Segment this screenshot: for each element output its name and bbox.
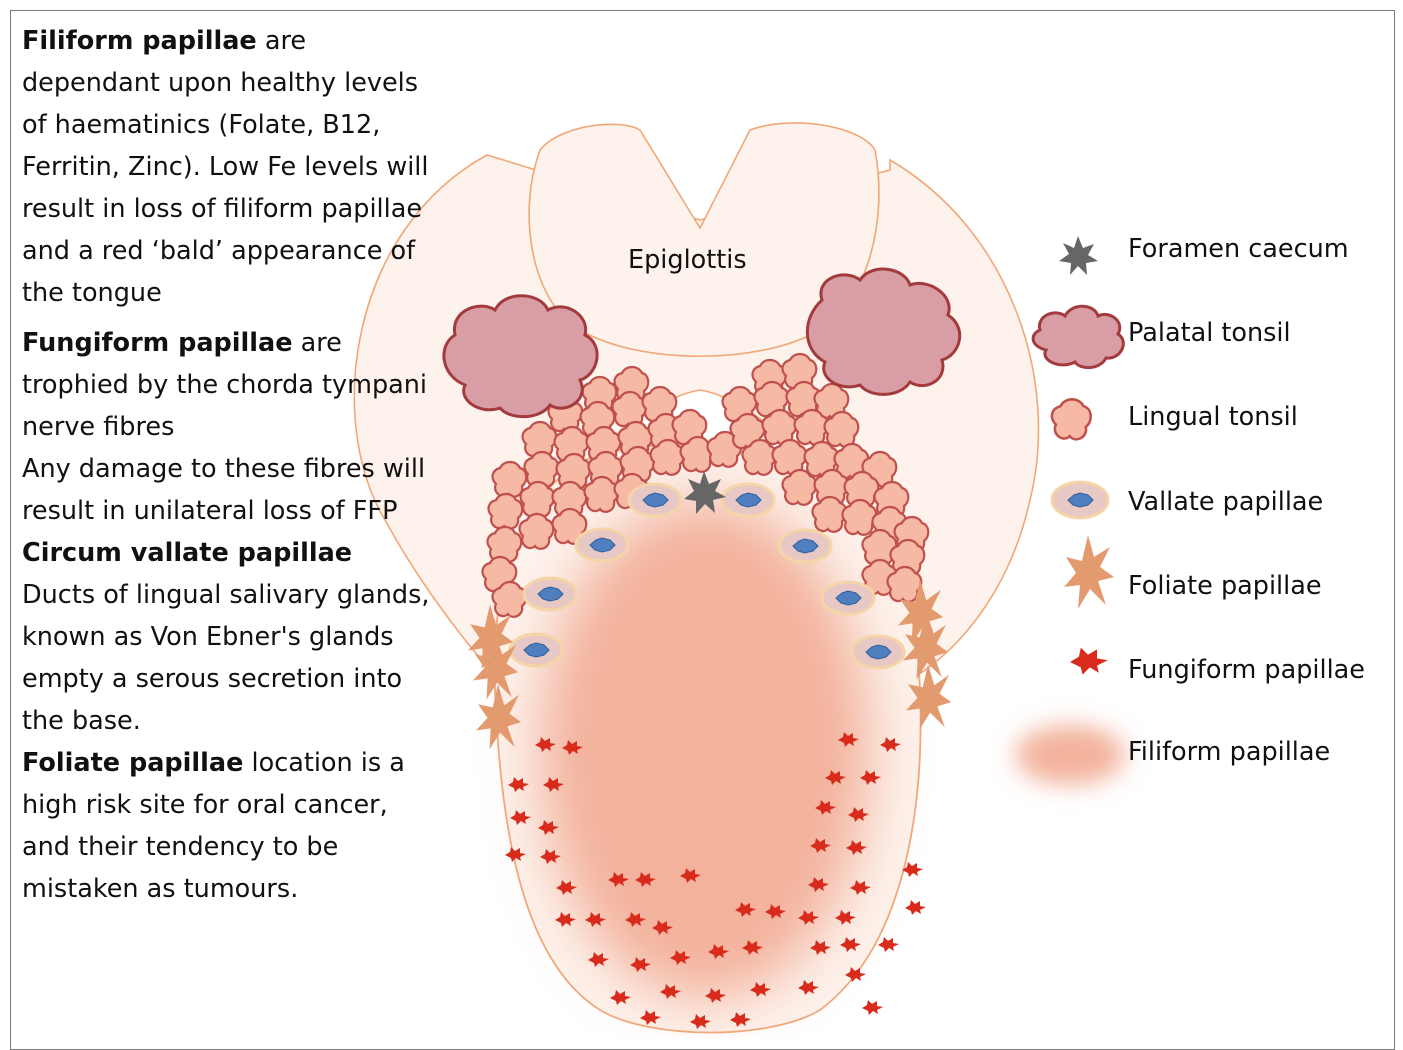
fungiform-note: Fungiform papillae are trophied by the c…: [22, 322, 442, 448]
vallate-papilla: [852, 636, 904, 668]
vallate-papilla: [576, 529, 628, 561]
foliate-note: Foliate papillae location is a high risk…: [22, 742, 442, 910]
palatal-tonsil-left: [444, 296, 597, 417]
legend-label-lingual: Lingual tonsil: [1128, 402, 1298, 432]
legend-label-filiform: Filiform papillae: [1128, 737, 1330, 767]
notes-panel: Filiform papillae are dependant upon hea…: [22, 20, 442, 910]
filiform-text: are dependant upon healthy levels of hae…: [22, 26, 428, 308]
vallate-text: Ducts of lingual salivary glands, known …: [22, 574, 442, 742]
spiky-star-icon: [1064, 535, 1114, 609]
vallate-papilla: [779, 530, 831, 562]
vallate-papilla: [524, 578, 576, 610]
cloud-icon: [1033, 306, 1123, 367]
fungiform-papilla: [862, 1000, 883, 1015]
vallate-papilla: [822, 582, 874, 614]
legend-label-foramen: Foramen caecum: [1128, 234, 1349, 264]
vallate-icon: [1052, 482, 1108, 518]
fungiform-heading: Fungiform papillae: [22, 328, 293, 358]
vallate-heading-text: Circum vallate papillae: [22, 538, 352, 568]
filiform-note: Filiform papillae are dependant upon hea…: [22, 20, 442, 314]
legend: Foramen caecum Palatal tonsil Lingual to…: [1128, 0, 1403, 1038]
fungiform-note-2: Any damage to these fibres will result i…: [22, 448, 442, 532]
vallate-papilla: [510, 634, 562, 666]
star-icon: [1059, 236, 1098, 275]
legend-label-vallate: Vallate papillae: [1128, 487, 1323, 517]
vallate-papilla: [722, 484, 774, 516]
fungiform-papilla: [878, 937, 899, 952]
filiform-patch: [540, 500, 870, 1000]
legend-label-palatal: Palatal tonsil: [1128, 318, 1291, 348]
legend-label-fungiform: Fungiform papillae: [1128, 655, 1365, 685]
filiform-heading: Filiform papillae: [22, 26, 257, 56]
legend-label-foliate: Foliate papillae: [1128, 571, 1322, 601]
blob-icon: [1052, 399, 1091, 439]
legend-icons: [1015, 236, 1125, 785]
fungiform-papilla: [905, 900, 926, 915]
small-star-icon: [1070, 648, 1108, 675]
foliate-heading: Foliate papillae: [22, 748, 243, 778]
vallate-heading: Circum vallate papillae: [22, 532, 442, 574]
epiglottis-label: Epiglottis: [628, 245, 747, 275]
palatal-tonsil-right: [807, 269, 959, 394]
vallate-papilla: [629, 484, 681, 516]
blurred-patch-icon: [1015, 725, 1125, 785]
